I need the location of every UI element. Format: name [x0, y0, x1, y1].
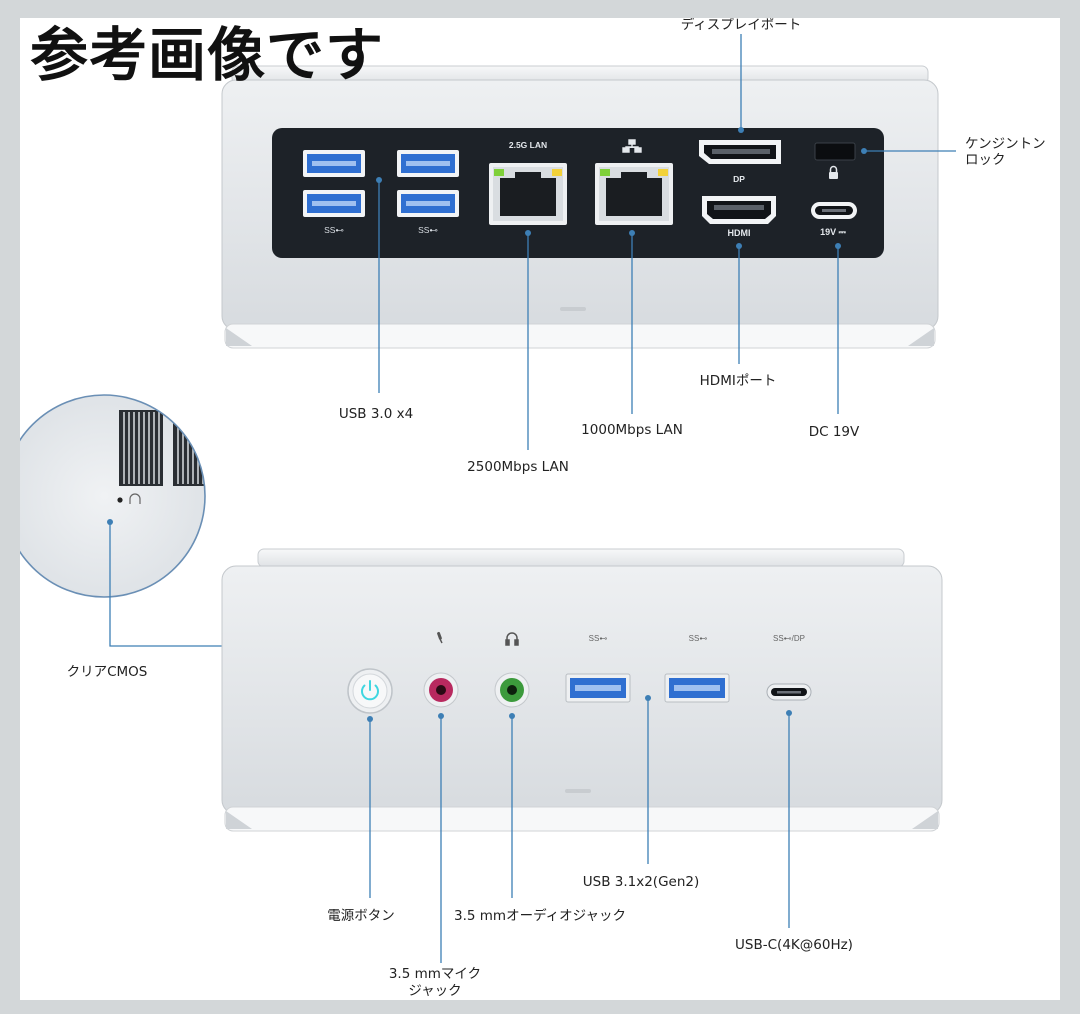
- vent-grille-right: [173, 410, 205, 486]
- reference-image-watermark: 参考画像です: [30, 21, 385, 89]
- label-mic-line1: 3.5 mmマイク: [389, 966, 481, 982]
- label-usb30: USB 3.0 x4: [339, 406, 413, 422]
- usb-ss-marking: SS⊷: [689, 634, 708, 643]
- front-base: [224, 806, 940, 832]
- dc-usb-c-port: 19V ⎓: [811, 202, 857, 237]
- usb-3-0-port-stack-1: SS⊷: [303, 150, 365, 235]
- label-lan2500: 2500Mbps LAN: [467, 459, 569, 475]
- dc-19v-marking: 19V ⎓: [820, 227, 847, 237]
- leader-clear-cmos: [109, 522, 222, 647]
- label-dc: DC 19V: [809, 424, 860, 440]
- usb-3-1-port-1: SS⊷: [565, 634, 631, 703]
- label-mic-line2: ジャック: [408, 983, 461, 999]
- label-usb31: USB 3.1x2(Gen2): [583, 874, 700, 890]
- lan-2-5g-marking: 2.5G LAN: [509, 140, 547, 150]
- front-leader-lines: [369, 698, 790, 963]
- kensington-lock-slot: [814, 142, 856, 179]
- rear-leader-lines: [378, 34, 956, 450]
- rear-device: SS⊷ SS⊷ 2.5G LAN: [221, 65, 939, 349]
- label-clear-cmos: クリアCMOS: [67, 664, 148, 680]
- audio-jack: [494, 632, 530, 708]
- mini-pc-port-diagram: SS⊷ SS⊷ 2.5G LAN: [20, 18, 1046, 999]
- label-displayport: ディスプレイポート: [681, 18, 802, 33]
- dp-marking: DP: [733, 174, 745, 184]
- usb-ss-marking: SS⊷: [589, 634, 608, 643]
- label-lan1000: 1000Mbps LAN: [581, 422, 683, 438]
- clear-cmos-magnifier: [20, 394, 206, 598]
- label-kensington-line1: ケンジントン: [965, 136, 1046, 152]
- hdmi-marking: HDMI: [728, 228, 751, 238]
- lock-icon: [829, 165, 838, 179]
- label-hdmi: HDMIポート: [700, 373, 777, 389]
- lan-2500-port: 2.5G LAN: [489, 140, 567, 225]
- microphone-icon: [437, 631, 443, 644]
- rear-base: [224, 323, 936, 349]
- power-icon: [361, 680, 379, 701]
- front-device: SS⊷ SS⊷ SS⊷/DP: [221, 548, 943, 832]
- hdmi-port: HDMI: [702, 196, 776, 238]
- power-button: [347, 668, 393, 714]
- vent-grille-left: [119, 410, 163, 486]
- label-audio: 3.5 mmオーディオジャック: [454, 907, 626, 924]
- usb-c-front-port: SS⊷/DP: [766, 634, 812, 701]
- label-usbc: USB-C(4K@60Hz): [735, 937, 853, 953]
- usb-ss-marking: SS⊷: [324, 225, 344, 235]
- usb-3-0-port-stack-2: SS⊷: [397, 150, 459, 235]
- usb-c-ss-dp-marking: SS⊷/DP: [773, 634, 805, 643]
- usb-3-1-port-2: SS⊷: [664, 634, 730, 703]
- diagram-frame: SS⊷ SS⊷ 2.5G LAN: [20, 18, 1060, 1000]
- displayport-port: DP: [699, 140, 781, 184]
- network-icon: [622, 139, 642, 153]
- headphone-icon: [505, 632, 519, 646]
- front-top-cap: [257, 548, 905, 568]
- label-power: 電源ボタン: [327, 908, 395, 924]
- usb-ss-marking: SS⊷: [418, 225, 438, 235]
- label-kensington-line2: ロック: [965, 152, 1006, 168]
- lan-1000-port: [595, 139, 673, 225]
- clear-cmos-hole: [117, 497, 123, 503]
- microphone-jack: [423, 631, 459, 708]
